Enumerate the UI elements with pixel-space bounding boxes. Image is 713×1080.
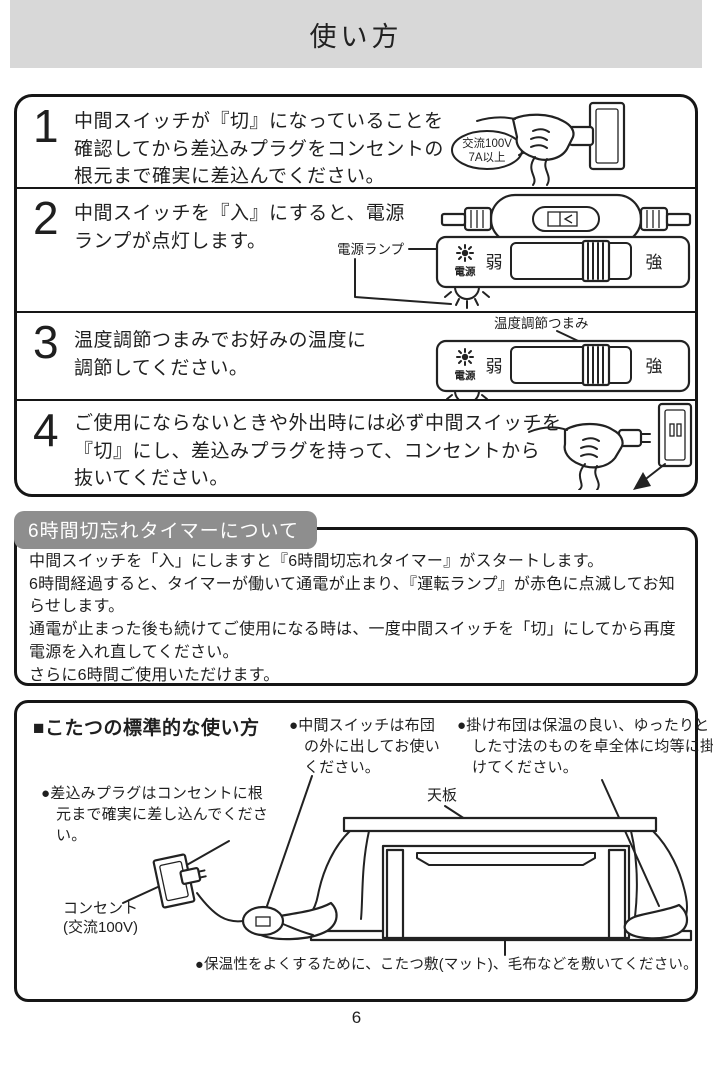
- inline-switch-and-controller-illustration: 電源ランプ 電源 弱: [337, 193, 692, 309]
- timer-paragraph: 中間スイッチを「入」にしますと『6時間切忘れタイマー』がスタートします。: [29, 553, 604, 570]
- step-4-text: ご使用にならないときや外出時には必ず中間スイッチを 『切』にし、差込みプラグを持…: [74, 413, 562, 490]
- label-top-board: 天板: [427, 787, 458, 804]
- step-2: 2 中間スイッチを『入』にすると、電源 ランプが点灯します。: [17, 187, 695, 311]
- low-text: 弱: [486, 253, 503, 272]
- kotatsu-heading: ■こたつの標準的な使い方: [33, 718, 260, 739]
- step-3: 3 温度調節つまみでお好みの温度に 調節してください。 温度調節つまみ 電源 弱: [17, 311, 695, 401]
- power-lamp-icon: [456, 244, 474, 262]
- step-1: 1 中間スイッチが『切』になっていることを 確認してから差込みプラグをコンセント…: [17, 97, 695, 187]
- timer-heading-badge: 6時間切忘れタイマーについて: [14, 511, 317, 549]
- page-title-bar: 使い方: [10, 0, 702, 68]
- page-title: 使い方: [309, 21, 403, 52]
- plug-in-outlet-illustration: 交流100V 7A以上: [451, 101, 626, 186]
- power-lamp-label: 電源ランプ: [337, 242, 405, 257]
- page-number: 6: [351, 1008, 362, 1027]
- note-plug-fully-inserted: ●差込みプラグはコンセントに根元まで確実に差し込んでください。: [41, 785, 269, 844]
- power-lamp-icon: [456, 348, 474, 366]
- label-outlet-line2: (交流100V): [63, 918, 139, 936]
- power-text: 電源: [455, 369, 476, 382]
- step-1-text: 中間スイッチが『切』になっていることを 確認してから差込みプラグをコンセントの …: [74, 111, 444, 188]
- label-outlet-line1: コンセント: [63, 900, 139, 917]
- kotatsu-diagram: [122, 775, 693, 956]
- label-outlet: コンセント (交流100V): [63, 900, 138, 938]
- step-4-number: 4: [33, 404, 59, 456]
- note-switch-outside-futon: ●中間スイッチは布団の外に出してお使いください。: [289, 717, 440, 776]
- timer-paragraph: さらに6時間ご使用いただけます。: [29, 666, 280, 684]
- low-text: 弱: [486, 357, 503, 376]
- timer-paragraph: 6時間経過すると、タイマーが働いて通電が止まり、『運転ランプ』が赤色に点滅してお…: [29, 575, 675, 616]
- note-futon-cover: ●掛け布団は保温の良い、ゆったりとした寸法のものを卓全体に均等に掛けてください。: [457, 717, 713, 776]
- temperature-controller-illustration: 温度調節つまみ 電源 弱: [435, 316, 691, 401]
- high-text: 強: [646, 253, 663, 272]
- kotatsu-usage-section: ■こたつの標準的な使い方 ●中間スイッチは布団の外に出してお使いください。 ●掛…: [14, 700, 713, 1002]
- outlet-and-plug: [152, 853, 207, 909]
- note-mat-blanket: ●保温性をよくするために、こたつ敷(マット)、毛布などを敷いてください。: [195, 957, 698, 973]
- step-3-number: 3: [33, 316, 59, 368]
- bubble-amp-text: 7A以上: [468, 151, 505, 164]
- timer-body: 中間スイッチを「入」にしますと『6時間切忘れタイマー』がスタートします。 6時間…: [17, 530, 695, 687]
- step-1-number: 1: [33, 100, 59, 152]
- step-4: 4 ご使用にならないときや外出時には必ず中間スイッチを 『切』にし、差込みプラグ…: [17, 399, 695, 490]
- step-2-number: 2: [33, 192, 59, 244]
- pull-direction-arrow: [633, 463, 666, 490]
- step-3-text: 温度調節つまみでお好みの温度に 調節してください。: [74, 330, 367, 379]
- step-2-text: 中間スイッチを『入』にすると、電源 ランプが点灯します。: [74, 203, 405, 252]
- unplug-outlet-illustration: [528, 402, 693, 490]
- steps-box: 1 中間スイッチが『切』になっていることを 確認してから差込みプラグをコンセント…: [14, 94, 698, 497]
- timer-section: 6時間切忘れタイマーについて 中間スイッチを「入」にしますと『6時間切忘れタイマ…: [14, 511, 698, 687]
- lamp-glow-icon: [444, 286, 490, 309]
- temp-knob-label: 温度調節つまみ: [494, 316, 589, 331]
- bubble-voltage-text: 交流100V: [462, 136, 512, 150]
- power-text: 電源: [455, 265, 476, 278]
- timer-paragraph: 通電が止まった後も続けてご使用になる時は、一度中間スイッチを「切」にしてから再度…: [29, 621, 676, 661]
- high-text: 強: [646, 357, 663, 376]
